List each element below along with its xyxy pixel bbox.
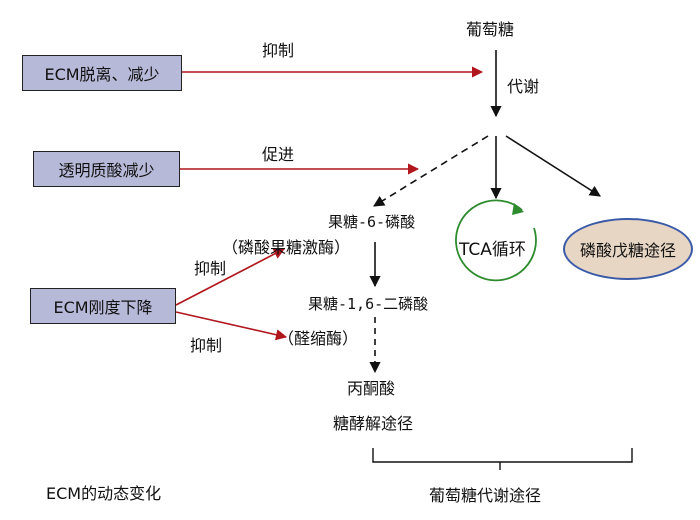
ecm-stiffness-box: ECM刚度下降 (30, 288, 176, 324)
node-fructose-6-phosphate: 果糖-6-磷酸 (328, 213, 416, 231)
arrow-branch-to-ppp (505, 135, 601, 197)
pathway-brace (372, 448, 633, 470)
pentose-phosphate-label: 磷酸戊糖途径 (579, 241, 676, 260)
label-inhibit-aldolase: 抑制 (190, 336, 223, 355)
arrow-stiffness-to-pfk (175, 248, 285, 306)
tca-cycle-circle (455, 199, 537, 282)
label-promote: 促进 (262, 145, 295, 164)
node-aldolase-enzyme: （醛缩酶） (278, 329, 359, 348)
tca-cycle-arrowhead (512, 203, 524, 215)
ecm-detach-label: ECM脱离、减少 (44, 65, 160, 84)
hyaluronic-acid-box: 透明质酸减少 (33, 151, 180, 187)
arrow-branch-to-f6p (373, 135, 489, 207)
caption-glucose-metabolism: 葡萄糖代谢途径 (429, 486, 542, 505)
ecm-stiffness-label: ECM刚度下降 (53, 298, 153, 317)
label-inhibit-pfk: 抑制 (194, 259, 227, 278)
node-pyruvate: 丙酮酸 (347, 379, 396, 398)
node-glycolysis: 糖酵解途径 (333, 414, 414, 433)
caption-ecm-dynamics: ECM的动态变化 (46, 484, 162, 503)
node-pentose-phosphate-pathway: 磷酸戊糖途径 (563, 218, 693, 280)
hyaluronic-acid-label: 透明质酸减少 (58, 161, 155, 180)
label-inhibit-top: 抑制 (262, 41, 295, 60)
node-pfk-enzyme: （磷酸果糖激酶） (222, 238, 351, 257)
arrow-stiffness-to-aldolase (175, 311, 288, 341)
node-tca-cycle: TCA循环 (459, 240, 526, 260)
node-glucose: 葡萄糖 (466, 20, 515, 39)
node-fructose-1-6-bisphosphate: 果糖-1,6-二磷酸 (308, 295, 429, 313)
ecm-detach-box: ECM脱离、减少 (22, 55, 182, 91)
label-metabolism: 代谢 (507, 77, 540, 96)
